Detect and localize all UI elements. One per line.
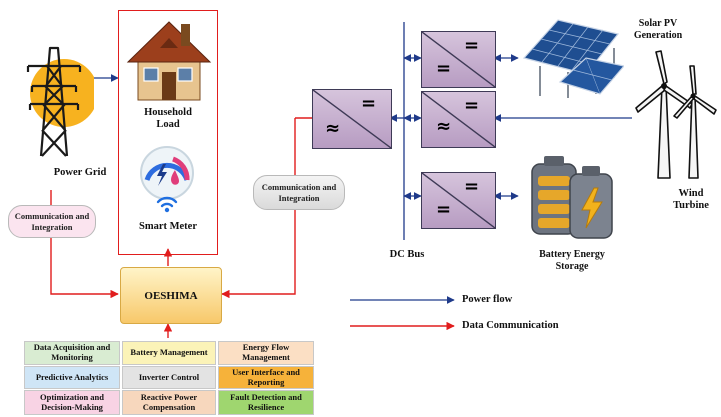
smart-meter-icon — [140, 146, 194, 213]
house-icon — [126, 21, 212, 101]
battery-storage-label: Battery Energy Storage — [539, 249, 605, 272]
wind-turbine-icon — [635, 50, 717, 179]
oeshima-box: OESHIMA — [120, 267, 222, 324]
power-grid-icon — [26, 46, 94, 157]
solar-conv-out-symbol: = — [436, 58, 452, 79]
smart-meter-label: Smart Meter — [138, 221, 197, 232]
legend-data-communication: Data Communication — [462, 320, 559, 331]
solar-panel-icon — [522, 19, 624, 98]
module-energy-flow-management: Energy Flow Management — [218, 341, 314, 365]
comm-integration-left: Communication and Integration — [8, 205, 96, 238]
solar-conv-in-symbol: = — [464, 35, 480, 56]
household-meter-box — [118, 10, 218, 255]
module-battery-management: Battery Management — [122, 341, 216, 365]
legend-power-flow: Power flow — [462, 294, 513, 305]
household-load-label: Household Load — [144, 107, 192, 131]
module-optimization-and-decision-making: Optimization and Decision-Making — [24, 390, 120, 415]
module-data-acquisition-and-monitoring: Data Acquisition and Monitoring — [24, 341, 120, 365]
inverter-converter: ≈ = — [312, 89, 392, 149]
module-inverter-control: Inverter Control — [122, 366, 216, 389]
comm-integration-right: Communication and Integration — [253, 175, 345, 210]
battery-conv-out-symbol: = — [436, 199, 452, 220]
dc-bus-label: DC Bus — [389, 249, 425, 260]
solar-dcdc-converter: = = — [421, 31, 496, 88]
module-predictive-analytics: Predictive Analytics — [24, 366, 120, 389]
battery-conv-in-symbol: = — [464, 176, 480, 197]
solar-pv-label: Solar PV Generation — [633, 18, 683, 41]
wind-conv-ac-symbol: ≈ — [436, 116, 452, 137]
module-fault-detection-and-resilience: Fault Detection and Resilience — [218, 390, 314, 415]
wind-turbine-label: Wind Turbine — [673, 188, 709, 212]
wind-conv-dc-symbol: = — [464, 95, 480, 116]
module-reactive-power-compensation: Reactive Power Compensation — [122, 390, 216, 415]
power-grid-label: Power Grid — [53, 167, 107, 178]
battery-icon — [531, 156, 613, 239]
battery-dcdc-converter: = = — [421, 172, 496, 229]
wind-acdc-converter: = ≈ — [421, 91, 496, 148]
module-user-interface-and-reporting: User Interface and Reporting — [218, 366, 314, 389]
inverter-dc-symbol: = — [361, 93, 377, 114]
inverter-ac-symbol: ≈ — [325, 118, 341, 139]
